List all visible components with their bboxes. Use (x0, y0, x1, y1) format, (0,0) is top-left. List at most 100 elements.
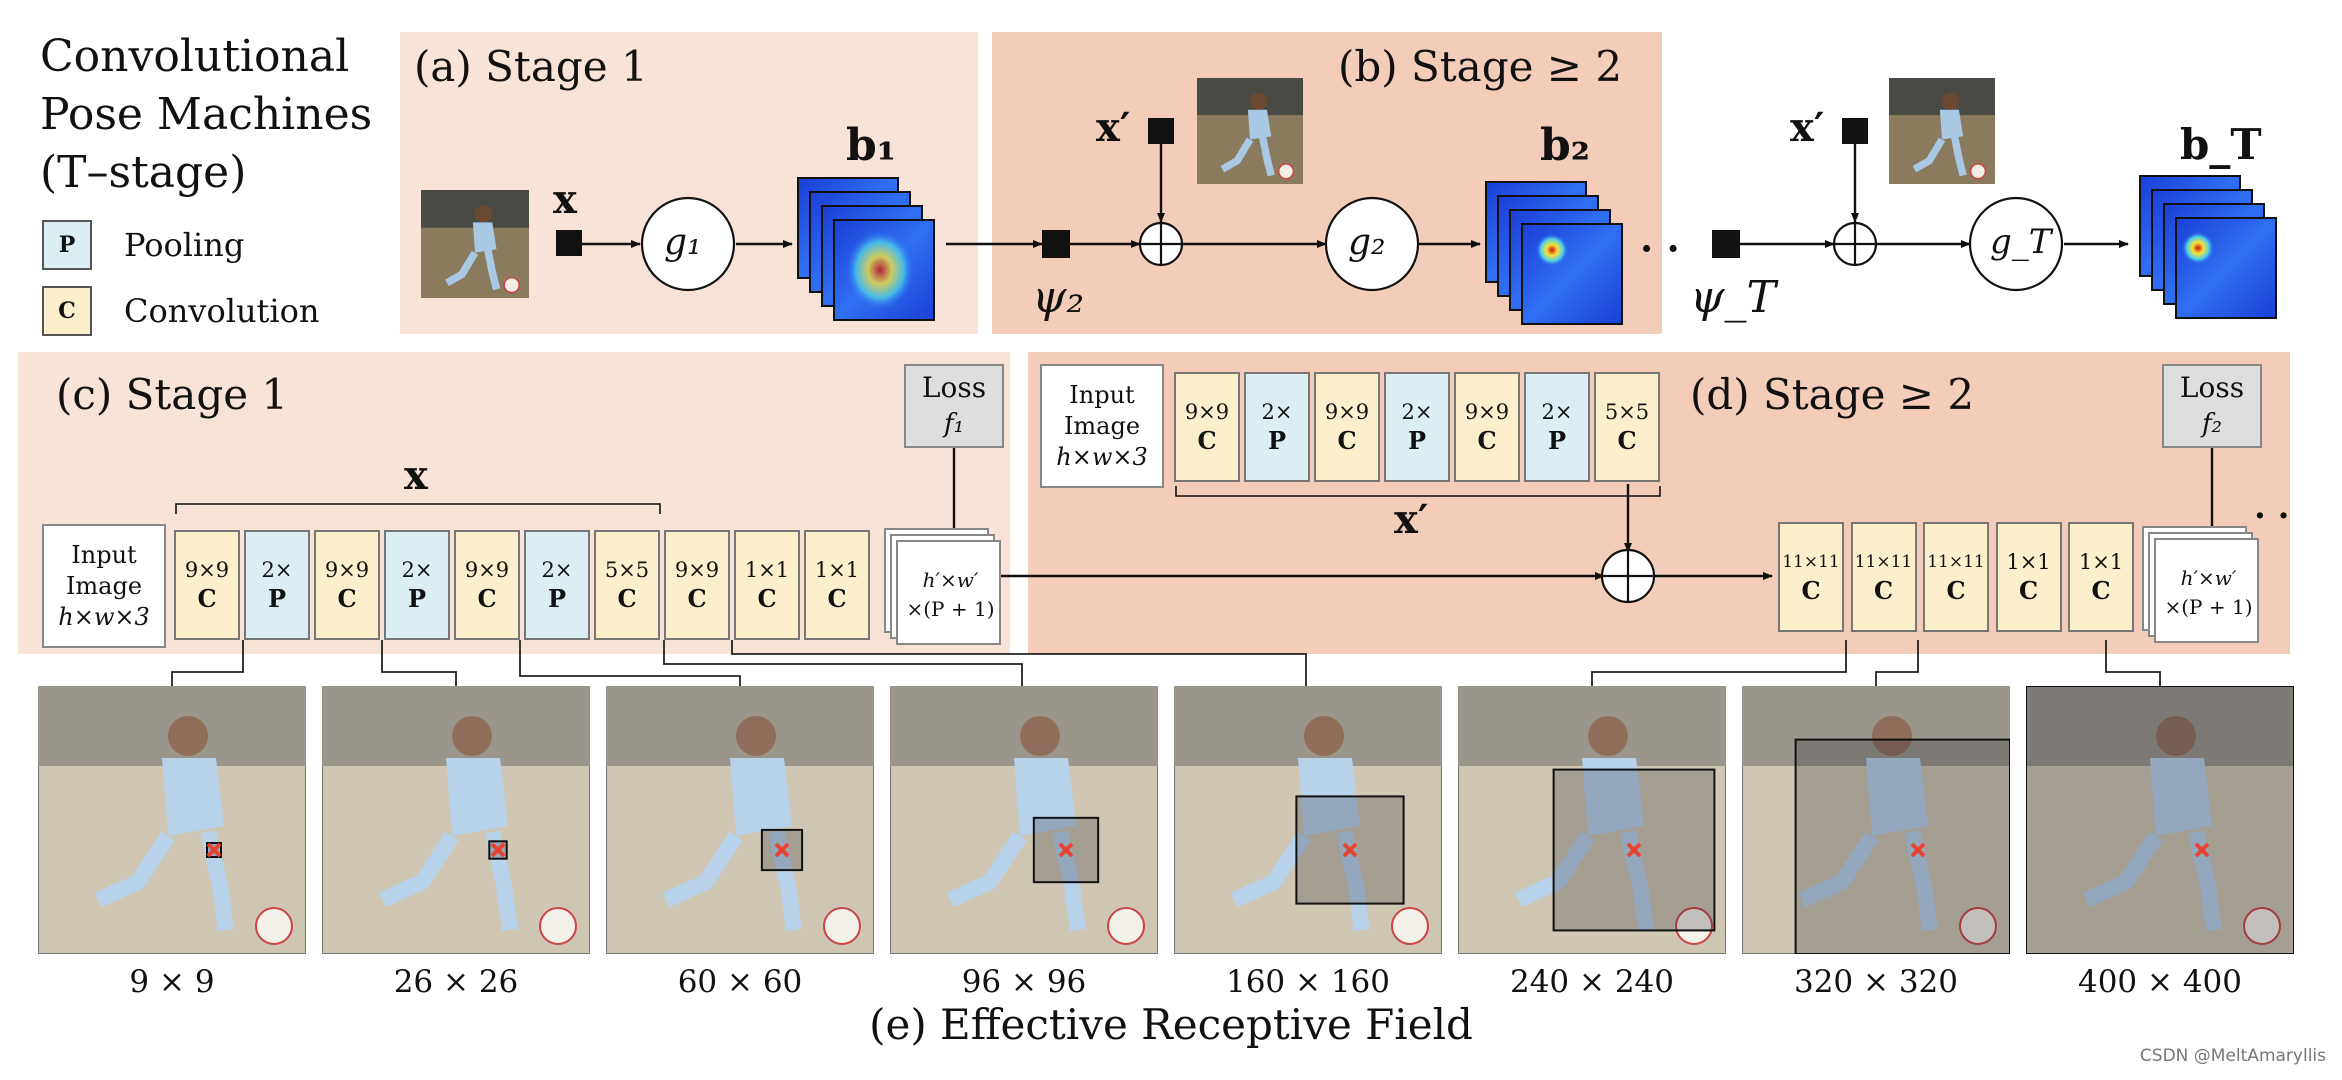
block-type: C (197, 584, 217, 613)
x-prime-node-stage2 (1148, 118, 1174, 144)
sum-node-lower (1600, 548, 1656, 604)
psi2-label: ψ₂ (1032, 272, 1085, 323)
x-symbol: x (553, 176, 577, 223)
receptive-field-image (1742, 686, 2010, 954)
joint-marker (2194, 842, 2210, 858)
block-size: 1×1 (814, 558, 860, 582)
receptive-field-image (1458, 686, 1726, 954)
block-size: 2× (261, 558, 293, 582)
block-type: C (687, 584, 707, 613)
panel-c-label: (c) Stage 1 (56, 370, 289, 419)
stageT-thumbnail (1888, 78, 1996, 184)
pooling-swatch: P (42, 220, 92, 270)
block-type: C (1197, 426, 1217, 455)
block-type: C (1477, 426, 1497, 455)
block-size: 2× (541, 558, 573, 582)
panel-d-label: (d) Stage ≥ 2 (1690, 370, 1975, 419)
receptive-window (2026, 686, 2294, 954)
receptive-field-label: 320 × 320 (1793, 964, 1959, 1000)
pooling-block: 2×P (1384, 372, 1450, 482)
g1-node (640, 196, 736, 292)
input-image-line-3: h×w×3 (58, 602, 150, 631)
player-photo (1889, 78, 1995, 184)
block-type: C (757, 584, 777, 613)
block-type: C (1801, 576, 1821, 605)
output-map-label: h′×w′ ×(P + 1) (2156, 540, 2261, 645)
receptive-field-label: 96 × 96 (961, 964, 1087, 1000)
x-prime-label-stageT: x′ (1790, 104, 1825, 151)
loss-label: Loss (2179, 371, 2245, 404)
convolution-label: Convolution (124, 292, 320, 330)
block-type: P (547, 584, 567, 613)
block-type: C (477, 584, 497, 613)
loss-box-stage2: Loss f₂ (2162, 364, 2262, 448)
g2-label: g₂ (1348, 222, 1386, 263)
loss-label: Loss (921, 371, 987, 404)
receptive-field-title: (e) Effective Receptive Field (869, 1000, 1473, 1049)
b1-label: b₁ (846, 120, 897, 171)
block-size: 1×1 (744, 558, 790, 582)
receptive-field-label: 26 × 26 (393, 964, 519, 1000)
block-type: C (1873, 576, 1894, 605)
input-image-thumbnail (420, 190, 530, 298)
input-image-line-3: h×w×3 (1056, 442, 1148, 471)
output-map-stack-stage2: h′×w′ ×(P + 1) (2142, 526, 2272, 656)
joint-marker (1910, 842, 1926, 858)
pooling-swatch-symbol: P (58, 232, 76, 258)
x-prime-brace-label: x′ (1394, 496, 1429, 543)
gT-node (1968, 196, 2064, 292)
title-line-3: (T–stage) (40, 147, 247, 198)
x-prime-label-stage2: x′ (1096, 104, 1131, 151)
psiT-label: ψ_T (1690, 272, 1776, 323)
player-photo (421, 190, 529, 298)
block-type: C (2018, 576, 2039, 605)
pooling-block: 2×P (524, 530, 590, 640)
pooling-block: 2×P (1244, 372, 1310, 482)
block-type: C (617, 584, 637, 613)
belief-map-stack-b2 (1485, 181, 1623, 325)
receptive-field-label: 60 × 60 (677, 964, 803, 1000)
block-size: 9×9 (464, 558, 510, 582)
block-type: C (2091, 576, 2111, 605)
block-type: P (1407, 426, 1427, 455)
receptive-field-label: 160 × 160 (1225, 964, 1391, 1000)
panel-a-label: (a) Stage 1 (414, 42, 648, 91)
block-size: 2× (401, 558, 433, 582)
psiT-node (1712, 230, 1740, 258)
block-type: C (1337, 426, 1357, 455)
bT-label: b_T (2180, 120, 2262, 169)
receptive-field-label: 240 × 240 (1509, 964, 1675, 1000)
pooling-label: Pooling (124, 226, 245, 264)
loss-function-label: f₂ (2201, 409, 2223, 439)
block-size: 2× (1541, 400, 1573, 424)
block-size: 9×9 (184, 558, 230, 582)
receptive-field-image (890, 686, 1158, 954)
gT-label: g_T (1990, 222, 2052, 262)
input-image-box-stage1: Input Image h×w×3 (42, 524, 166, 648)
receptive-field-image (2026, 686, 2294, 954)
block-size: 5×5 (1604, 400, 1650, 424)
input-image-line-2: Image (1063, 411, 1141, 440)
receptive-field-image (322, 686, 590, 954)
output-map-stack-stage1: h′×w′ ×(P + 1) (884, 528, 1014, 658)
input-image-line-1: Input (71, 540, 137, 569)
x-brace-label: x (404, 452, 428, 499)
joint-marker (1058, 842, 1074, 858)
block-size: 9×9 (1184, 400, 1230, 424)
block-type: P (1267, 426, 1287, 455)
output-map-line-1: h′×w′ (2180, 565, 2237, 590)
output-map-card: h′×w′ ×(P + 1) (2154, 538, 2259, 643)
